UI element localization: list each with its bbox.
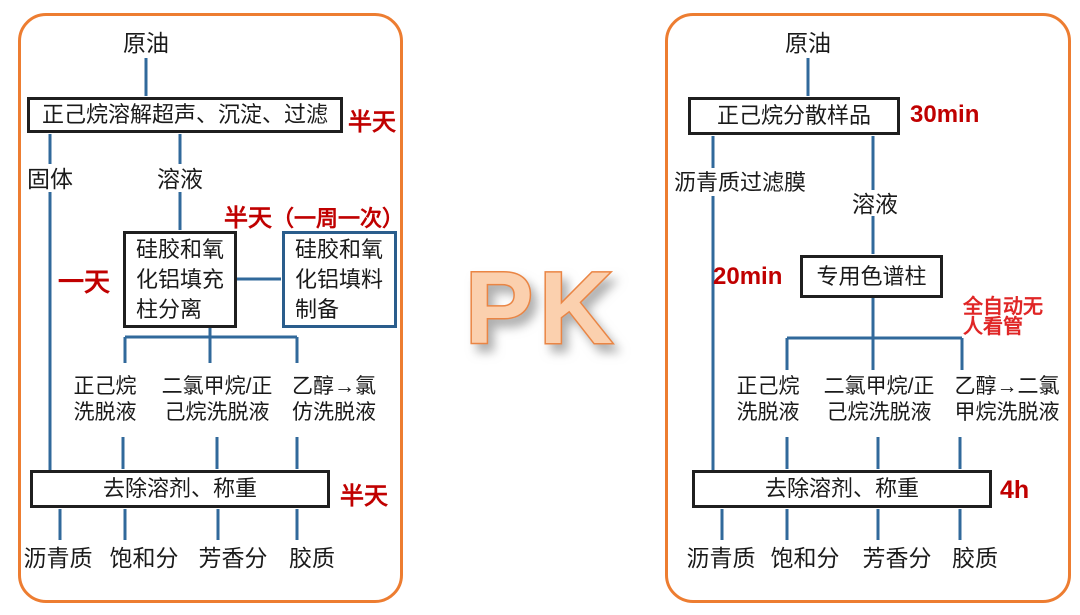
right-product-resins: 胶质	[952, 545, 998, 571]
left-solution-label: 溶液	[157, 166, 203, 192]
left-prep-time: 半天（一周一次）	[224, 198, 404, 233]
pk-versus-graphic: PK	[464, 250, 619, 367]
left-weigh-time: 半天	[340, 483, 388, 510]
right-weigh-box: 去除溶剂、称重	[692, 470, 992, 508]
right-product-asphaltene: 沥青质	[686, 545, 756, 571]
right-eluent-hexane: 正己烷 洗脱液	[736, 375, 800, 424]
left-eluent-ethanol-chloroform: 乙醇→氯 仿洗脱液	[292, 375, 376, 424]
right-auto-note: 全自动无 人看管	[963, 296, 1043, 338]
right-source-label: 原油	[785, 30, 831, 56]
left-eluent-dcm-hexane: 二氯甲烷/正 己烷洗脱液	[161, 375, 273, 424]
right-product-saturates: 饱和分	[770, 545, 840, 571]
pk-label: PK	[465, 251, 619, 365]
left-packing-box: 硅胶和氧 化铝填料 制备	[282, 231, 397, 328]
left-eluent-hexane: 正己烷 洗脱液	[73, 375, 137, 424]
right-product-aromatics: 芳香分	[862, 545, 932, 571]
left-dissolve-time: 半天	[348, 109, 396, 136]
right-disperse-time: 30min	[910, 101, 980, 128]
right-weigh-time: 4h	[1000, 476, 1030, 504]
right-eluent-ethanol-dcm: 乙醇→二氯 甲烷洗脱液	[954, 375, 1060, 424]
left-solid-label: 固体	[27, 166, 73, 192]
left-product-asphaltene: 沥青质	[23, 545, 93, 571]
left-separation-time: 一天	[58, 267, 111, 297]
left-product-saturates: 饱和分	[109, 545, 179, 571]
right-column-box: 专用色谱柱	[800, 255, 943, 298]
left-prep-note: （一周一次）	[272, 206, 405, 231]
left-weigh-box: 去除溶剂、称重	[30, 470, 330, 508]
right-solution-label: 溶液	[852, 191, 898, 217]
left-dissolve-box: 正己烷溶解超声、沉淀、过滤	[27, 97, 343, 133]
left-separation-box: 硅胶和氧 化铝填充 柱分离	[123, 231, 237, 328]
left-source-label: 原油	[123, 30, 169, 56]
left-product-aromatics: 芳香分	[198, 545, 268, 571]
right-eluent-dcm-hexane: 二氯甲烷/正 己烷洗脱液	[823, 375, 935, 424]
left-prep-time-value: 半天	[224, 205, 272, 232]
left-product-resins: 胶质	[289, 545, 335, 571]
right-filter-time: 20min	[713, 263, 783, 290]
right-membrane-label: 沥青质过滤膜	[673, 170, 806, 195]
right-disperse-box: 正己烷分散样品	[688, 97, 900, 135]
